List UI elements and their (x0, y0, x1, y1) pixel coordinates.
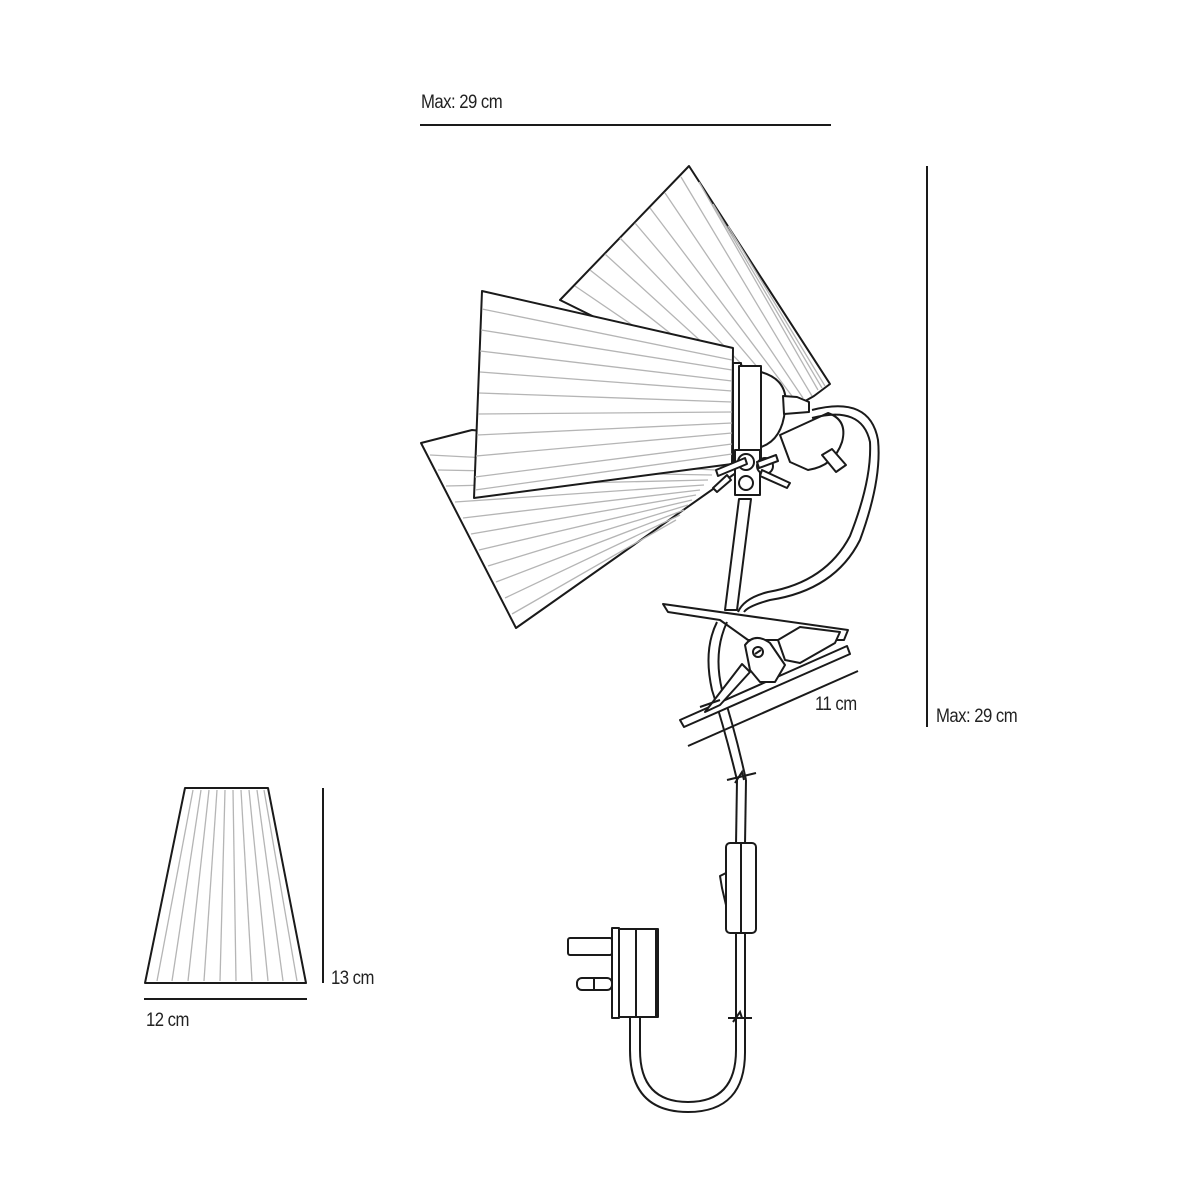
clip-length-dimension-line (687, 670, 859, 747)
clip-length-label: 11 cm (815, 694, 857, 715)
cord-upper (737, 405, 880, 613)
cord-middle (735, 779, 747, 846)
overall-height-label: Max: 29 cm (936, 706, 1018, 727)
lamp-arm (724, 498, 752, 611)
spring-clip (662, 603, 851, 781)
cord-loop (629, 1017, 747, 1114)
cord-break-mark-lower (728, 1009, 752, 1023)
shade-height-label: 13 cm (331, 968, 374, 989)
top-width-label: Max: 29 cm (421, 92, 503, 113)
shade-width-label: 12 cm (146, 1010, 189, 1031)
cord-break-mark-upper (726, 769, 757, 784)
lamp-holder (712, 362, 847, 496)
shade-detail-view (144, 787, 307, 984)
cord-lower (735, 933, 746, 1050)
inline-switch (719, 842, 757, 934)
three-pin-plug (567, 927, 659, 1019)
